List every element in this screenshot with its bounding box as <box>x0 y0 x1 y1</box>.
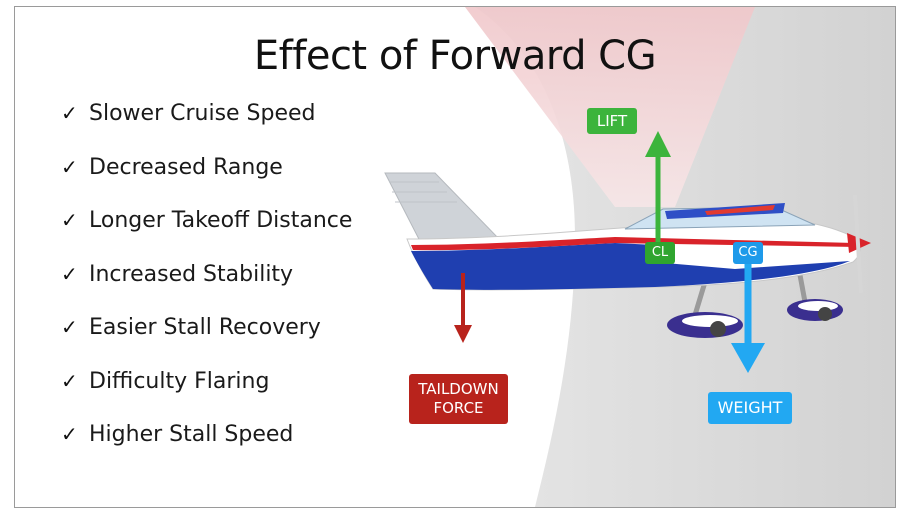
weight-arrowhead <box>731 343 765 373</box>
slide: Effect of Forward CG ✓ Slower Cruise Spee… <box>14 6 896 508</box>
check-icon: ✓ <box>61 422 78 446</box>
checklist-item: ✓ Decreased Range <box>61 155 352 209</box>
check-icon: ✓ <box>61 261 78 286</box>
checklist-item: ✓ Higher Stall Speed <box>61 422 352 476</box>
checklist-item: ✓ Slower Cruise Speed <box>61 101 352 155</box>
lift-arrowhead <box>645 131 671 157</box>
checklist-item: ✓ Longer Takeoff Distance <box>61 208 352 262</box>
checklist-item-label: Difficulty Flaring <box>89 368 270 394</box>
checklist-item: ✓ Easier Stall Recovery <box>61 315 352 369</box>
check-icon: ✓ <box>61 101 78 125</box>
pink-beam <box>465 7 755 207</box>
fuselage-red-stripe <box>411 237 857 251</box>
checklist-item-label: Increased Stability <box>89 261 294 287</box>
center-of-gravity-label: CG <box>733 242 763 264</box>
propeller <box>853 194 863 294</box>
checklist-item-label: Decreased Range <box>89 154 283 180</box>
center-of-lift-label: CL <box>645 242 675 264</box>
taildown-label-line1: TAILDOWN <box>418 380 499 398</box>
vertical-stabilizer <box>384 172 505 248</box>
check-icon: ✓ <box>61 315 78 339</box>
slide-title: Effect of Forward CG <box>253 33 657 79</box>
airplane-diagram <box>384 131 871 373</box>
taildown-arrowhead <box>454 325 472 343</box>
taildown-label-line2: FORCE <box>433 399 484 417</box>
check-icon: ✓ <box>61 208 78 232</box>
lift-label: LIFT <box>587 108 637 134</box>
checklist-item-label: Longer Takeoff Distance <box>89 208 353 233</box>
fuselage-blue-belly <box>411 243 850 290</box>
checklist-item: ✓ Increased Stability <box>61 262 352 316</box>
checklist-item-label: Higher Stall Speed <box>89 422 294 447</box>
check-icon: ✓ <box>61 368 78 393</box>
effects-checklist: ✓ Slower Cruise Speed ✓ Decreased Range ✓ L… <box>61 101 352 476</box>
landing-gear <box>667 274 843 338</box>
weight-label: WEIGHT <box>708 392 792 424</box>
checklist-item: ✓ Difficulty Flaring <box>61 369 352 423</box>
checklist-item-label: Easier Stall Recovery <box>89 315 321 340</box>
check-icon: ✓ <box>61 154 78 179</box>
taildown-force-label: TAILDOWN FORCE <box>409 374 508 424</box>
checklist-item-label: Slower Cruise Speed <box>89 101 316 126</box>
